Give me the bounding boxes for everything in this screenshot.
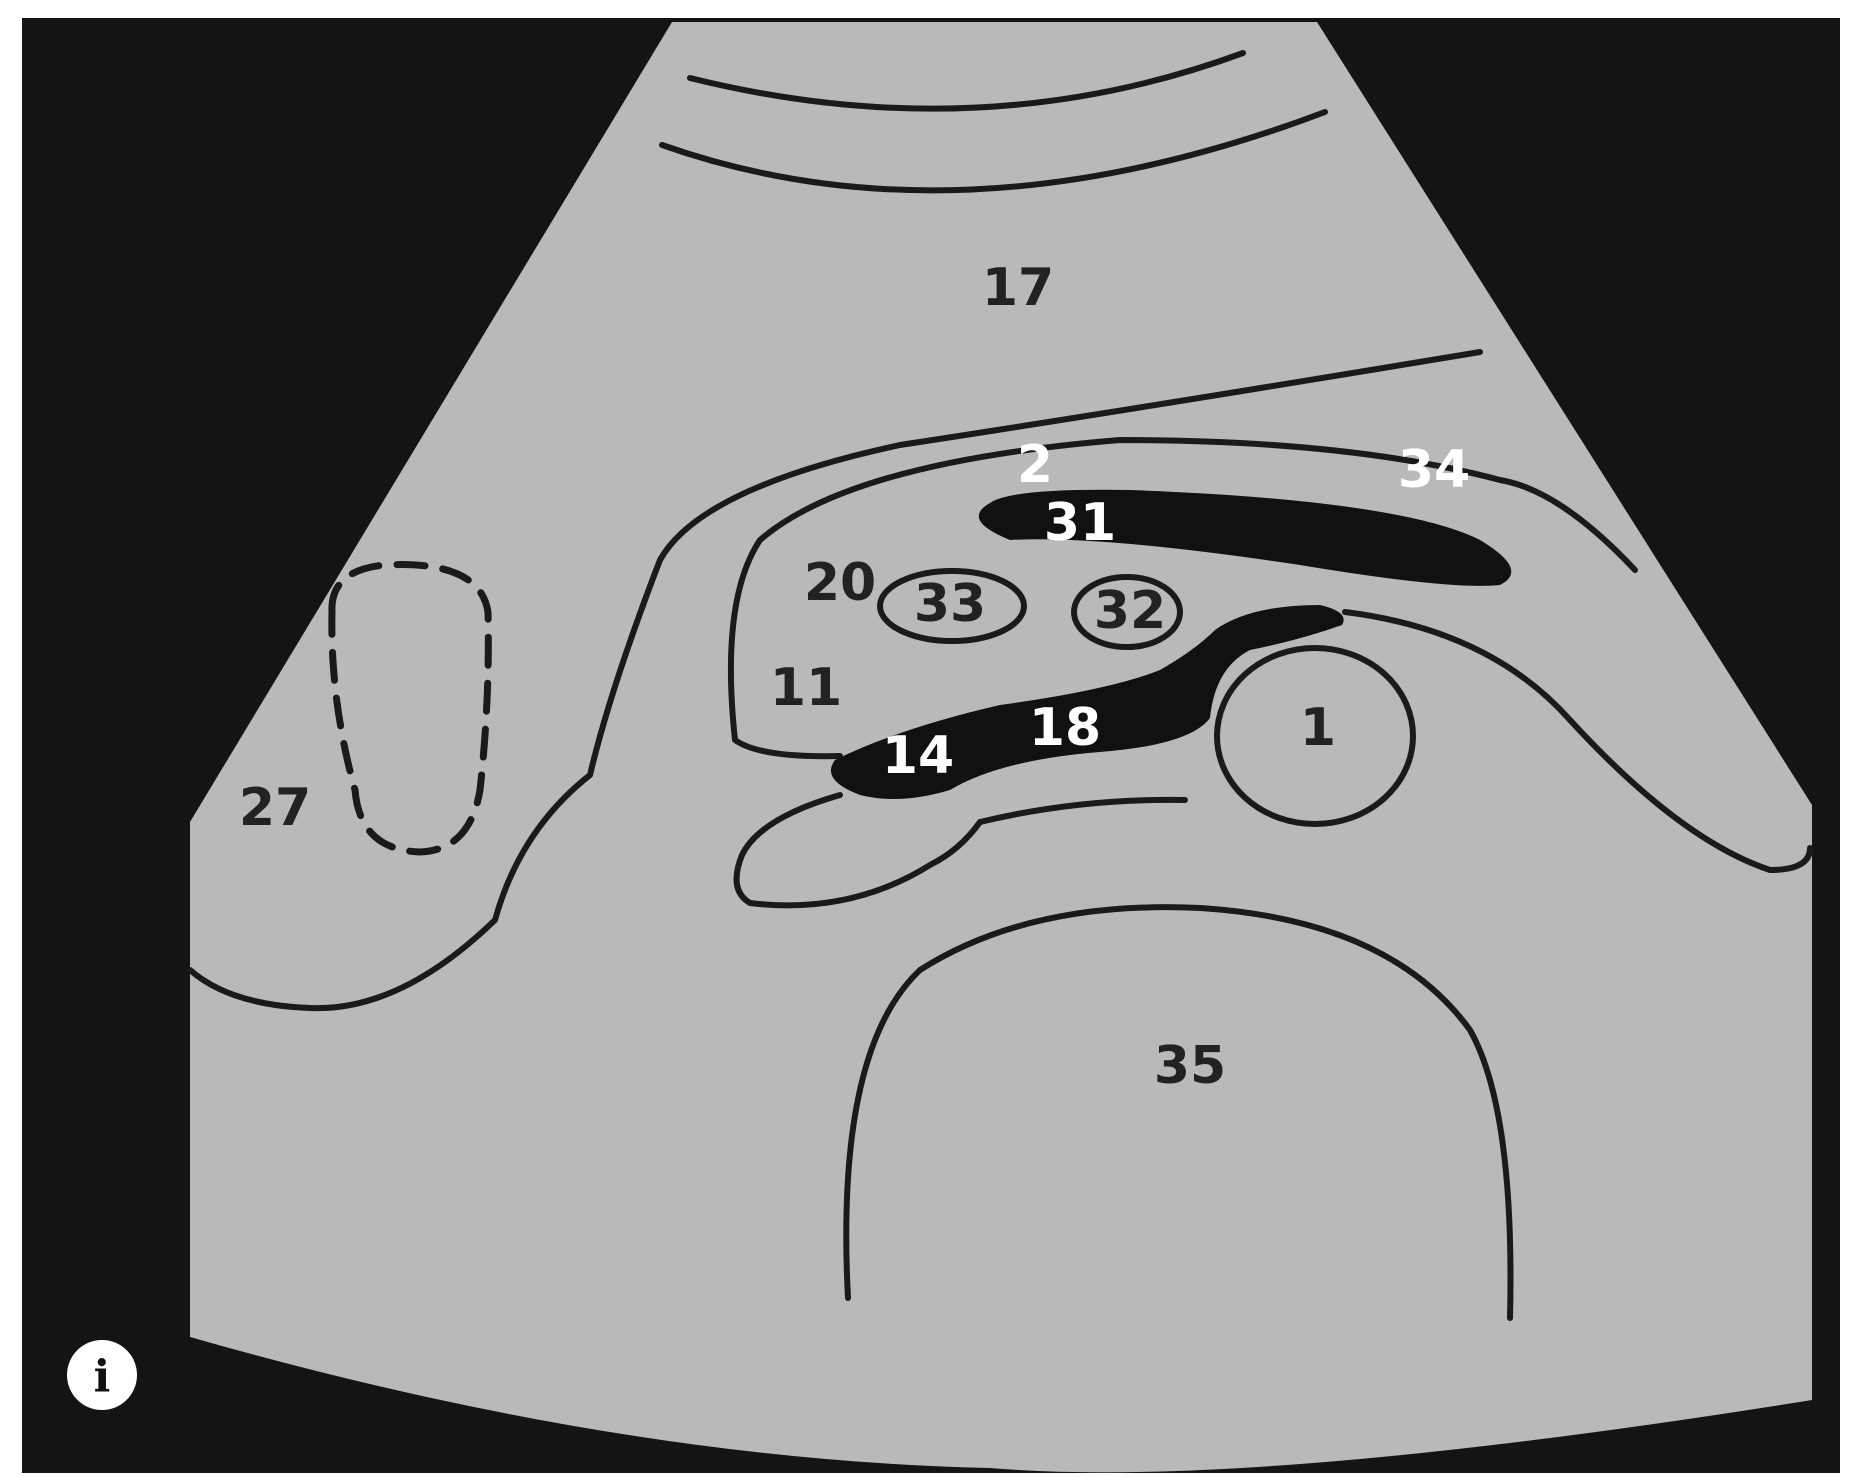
label-18: 18 [1029, 698, 1101, 758]
label-20: 20 [804, 553, 876, 613]
label-27: 27 [239, 778, 311, 838]
label-17: 17 [982, 258, 1054, 318]
label-2: 2 [1017, 435, 1053, 495]
label-1: 1 [1300, 698, 1336, 758]
label-11: 11 [770, 658, 842, 718]
label-14: 14 [882, 726, 954, 786]
panel-badge: i [67, 1340, 137, 1410]
label-35: 35 [1154, 1036, 1226, 1096]
label-34: 34 [1398, 440, 1470, 500]
label-31: 31 [1044, 493, 1116, 553]
label-33: 33 [914, 574, 986, 634]
label-32: 32 [1094, 581, 1166, 641]
panel-badge-letter: i [94, 1352, 111, 1403]
